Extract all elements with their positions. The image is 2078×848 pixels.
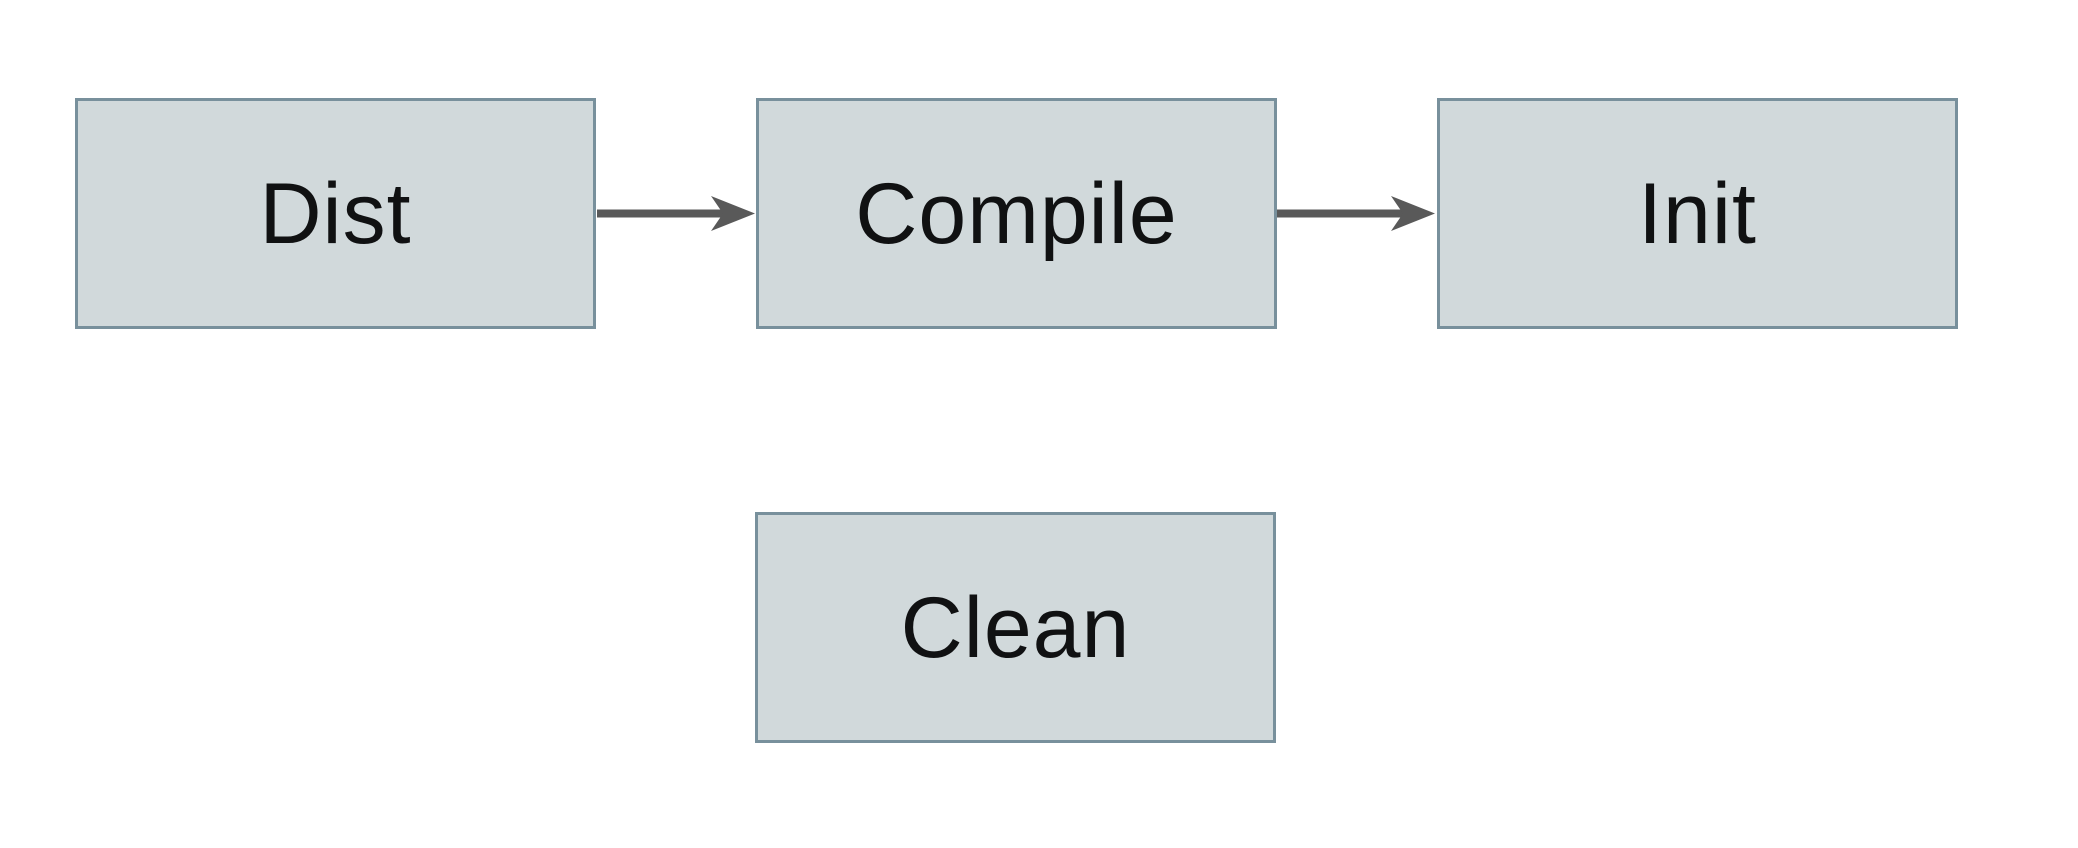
arrowhead-icon	[1391, 196, 1435, 231]
node-clean-label: Clean	[900, 579, 1131, 676]
arrowhead-icon	[711, 196, 755, 231]
node-compile-label: Compile	[855, 165, 1178, 262]
node-init: Init	[1437, 98, 1958, 329]
arrow-dist-to-compile	[597, 196, 755, 231]
node-compile: Compile	[756, 98, 1277, 329]
arrow-compile-to-init	[1277, 196, 1435, 231]
node-clean: Clean	[755, 512, 1276, 743]
node-dist-label: Dist	[259, 165, 412, 262]
node-dist: Dist	[75, 98, 596, 329]
node-init-label: Init	[1638, 165, 1757, 262]
